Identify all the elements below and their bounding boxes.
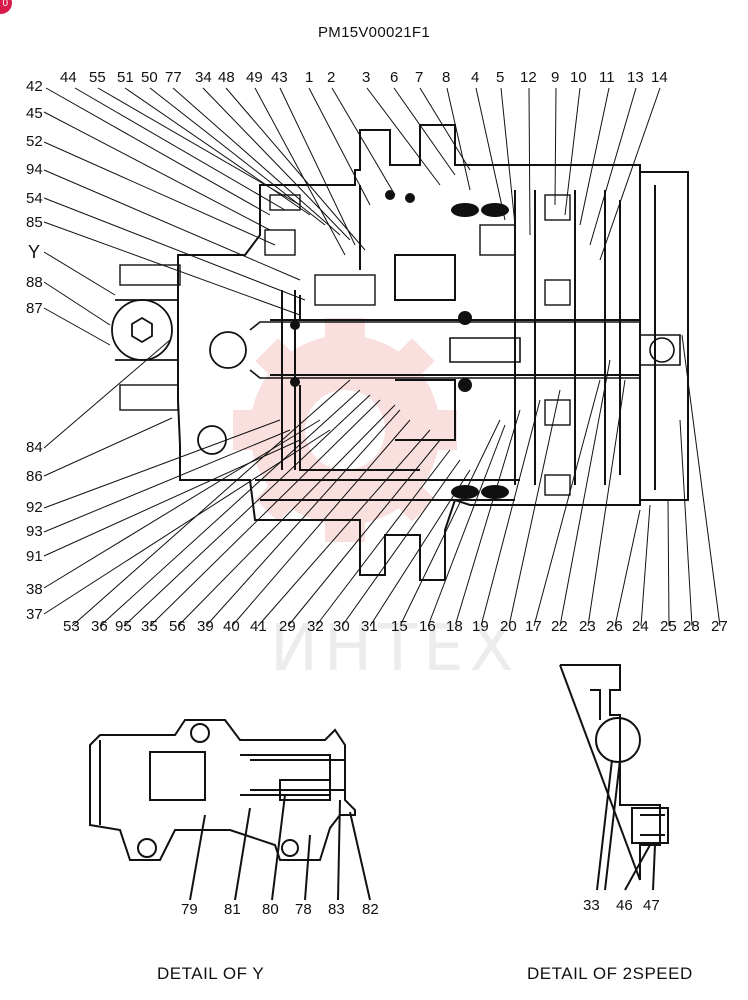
corner-badge: 0 — [0, 0, 12, 14]
callout-label: 77 — [165, 69, 182, 86]
callout-label: 38 — [26, 581, 43, 598]
callout-label: 92 — [26, 499, 43, 516]
callout-label: 16 — [419, 618, 436, 635]
callout-label: 10 — [570, 69, 587, 86]
callout-label: 56 — [169, 618, 186, 635]
callout-label: 39 — [197, 618, 214, 635]
callout-label: 51 — [117, 69, 134, 86]
watermark-text: ИНТЕХ — [270, 612, 520, 686]
callout-label: 7 — [415, 69, 424, 86]
callout-label: 53 — [63, 618, 80, 635]
callout-label: 95 — [115, 618, 132, 635]
callout-label: 46 — [616, 897, 633, 914]
callout-label: 36 — [91, 618, 108, 635]
drive-shaft — [249, 321, 681, 379]
callout-label: 93 — [26, 523, 43, 540]
callout-label: 55 — [89, 69, 106, 86]
callout-label: 44 — [60, 69, 77, 86]
callout-label: 30 — [333, 618, 350, 635]
callout-label: 15 — [391, 618, 408, 635]
callout-label: 42 — [26, 78, 43, 95]
callout-label: 85 — [26, 214, 43, 231]
callout-label: 3 — [362, 69, 371, 86]
callout-label: 33 — [583, 897, 600, 914]
callout-label: 80 — [262, 901, 279, 918]
callout-label: 94 — [26, 161, 43, 178]
relief-valve-port — [111, 299, 247, 455]
callout-label: 2 — [327, 69, 336, 86]
callout-label: 9 — [551, 69, 560, 86]
callout-label: 88 — [26, 274, 43, 291]
callout-label: 45 — [26, 105, 43, 122]
callout-label: 22 — [551, 618, 568, 635]
callout-label: 40 — [223, 618, 240, 635]
callout-label: 34 — [195, 69, 212, 86]
callout-label: 79 — [181, 901, 198, 918]
callout-label: Y — [28, 242, 41, 262]
callout-label: 31 — [361, 618, 378, 635]
detail-y-caption: DETAIL OF Y — [157, 964, 265, 983]
callout-label: 48 — [218, 69, 235, 86]
callout-label: 14 — [651, 69, 668, 86]
callout-label: 82 — [362, 901, 379, 918]
callout-label: 54 — [26, 190, 43, 207]
callout-label: 19 — [472, 618, 489, 635]
callout-label: 1 — [305, 69, 314, 86]
callout-label: 6 — [390, 69, 399, 86]
callout-label: 52 — [26, 133, 43, 150]
callout-label: 87 — [26, 300, 43, 317]
callout-label: 81 — [224, 901, 241, 918]
callout-label: 91 — [26, 548, 43, 565]
callout-label: 78 — [295, 901, 312, 918]
detail-2speed-caption: DETAIL OF 2SPEED — [527, 964, 693, 983]
callout-label: 4 — [471, 69, 480, 86]
callout-label: 8 — [442, 69, 451, 86]
callout-label: 20 — [500, 618, 517, 635]
callout-label: 26 — [606, 618, 623, 635]
callout-label: 47 — [643, 897, 660, 914]
callout-label: 41 — [250, 618, 267, 635]
callout-label: 29 — [279, 618, 296, 635]
callout-label: 12 — [520, 69, 537, 86]
callout-label: 32 — [307, 618, 324, 635]
callout-label: 35 — [141, 618, 158, 635]
callout-label: 23 — [579, 618, 596, 635]
callout-label: 17 — [525, 618, 542, 635]
watermark-gear-icon — [233, 318, 457, 542]
motor-housing — [177, 124, 689, 581]
callout-label: 86 — [26, 468, 43, 485]
callout-label: 28 — [683, 618, 700, 635]
callout-label: 84 — [26, 439, 43, 456]
callout-label: 13 — [627, 69, 644, 86]
callout-label: 18 — [446, 618, 463, 635]
callout-label: 27 — [711, 618, 728, 635]
callout-label: 24 — [632, 618, 649, 635]
callout-label: 37 — [26, 606, 43, 623]
drawing-code: PM15V00021F1 — [317, 24, 430, 41]
leader-lines — [43, 87, 721, 627]
callout-label: 11 — [599, 69, 615, 86]
detail-y-drawing — [89, 719, 371, 901]
callout-label: 43 — [271, 69, 288, 86]
callout-label: 83 — [328, 901, 345, 918]
callout-label: 49 — [246, 69, 263, 86]
detail-2speed-drawing — [559, 664, 669, 891]
callout-label: 50 — [141, 69, 158, 86]
callout-label: 25 — [660, 618, 677, 635]
callout-label: 5 — [496, 69, 505, 86]
